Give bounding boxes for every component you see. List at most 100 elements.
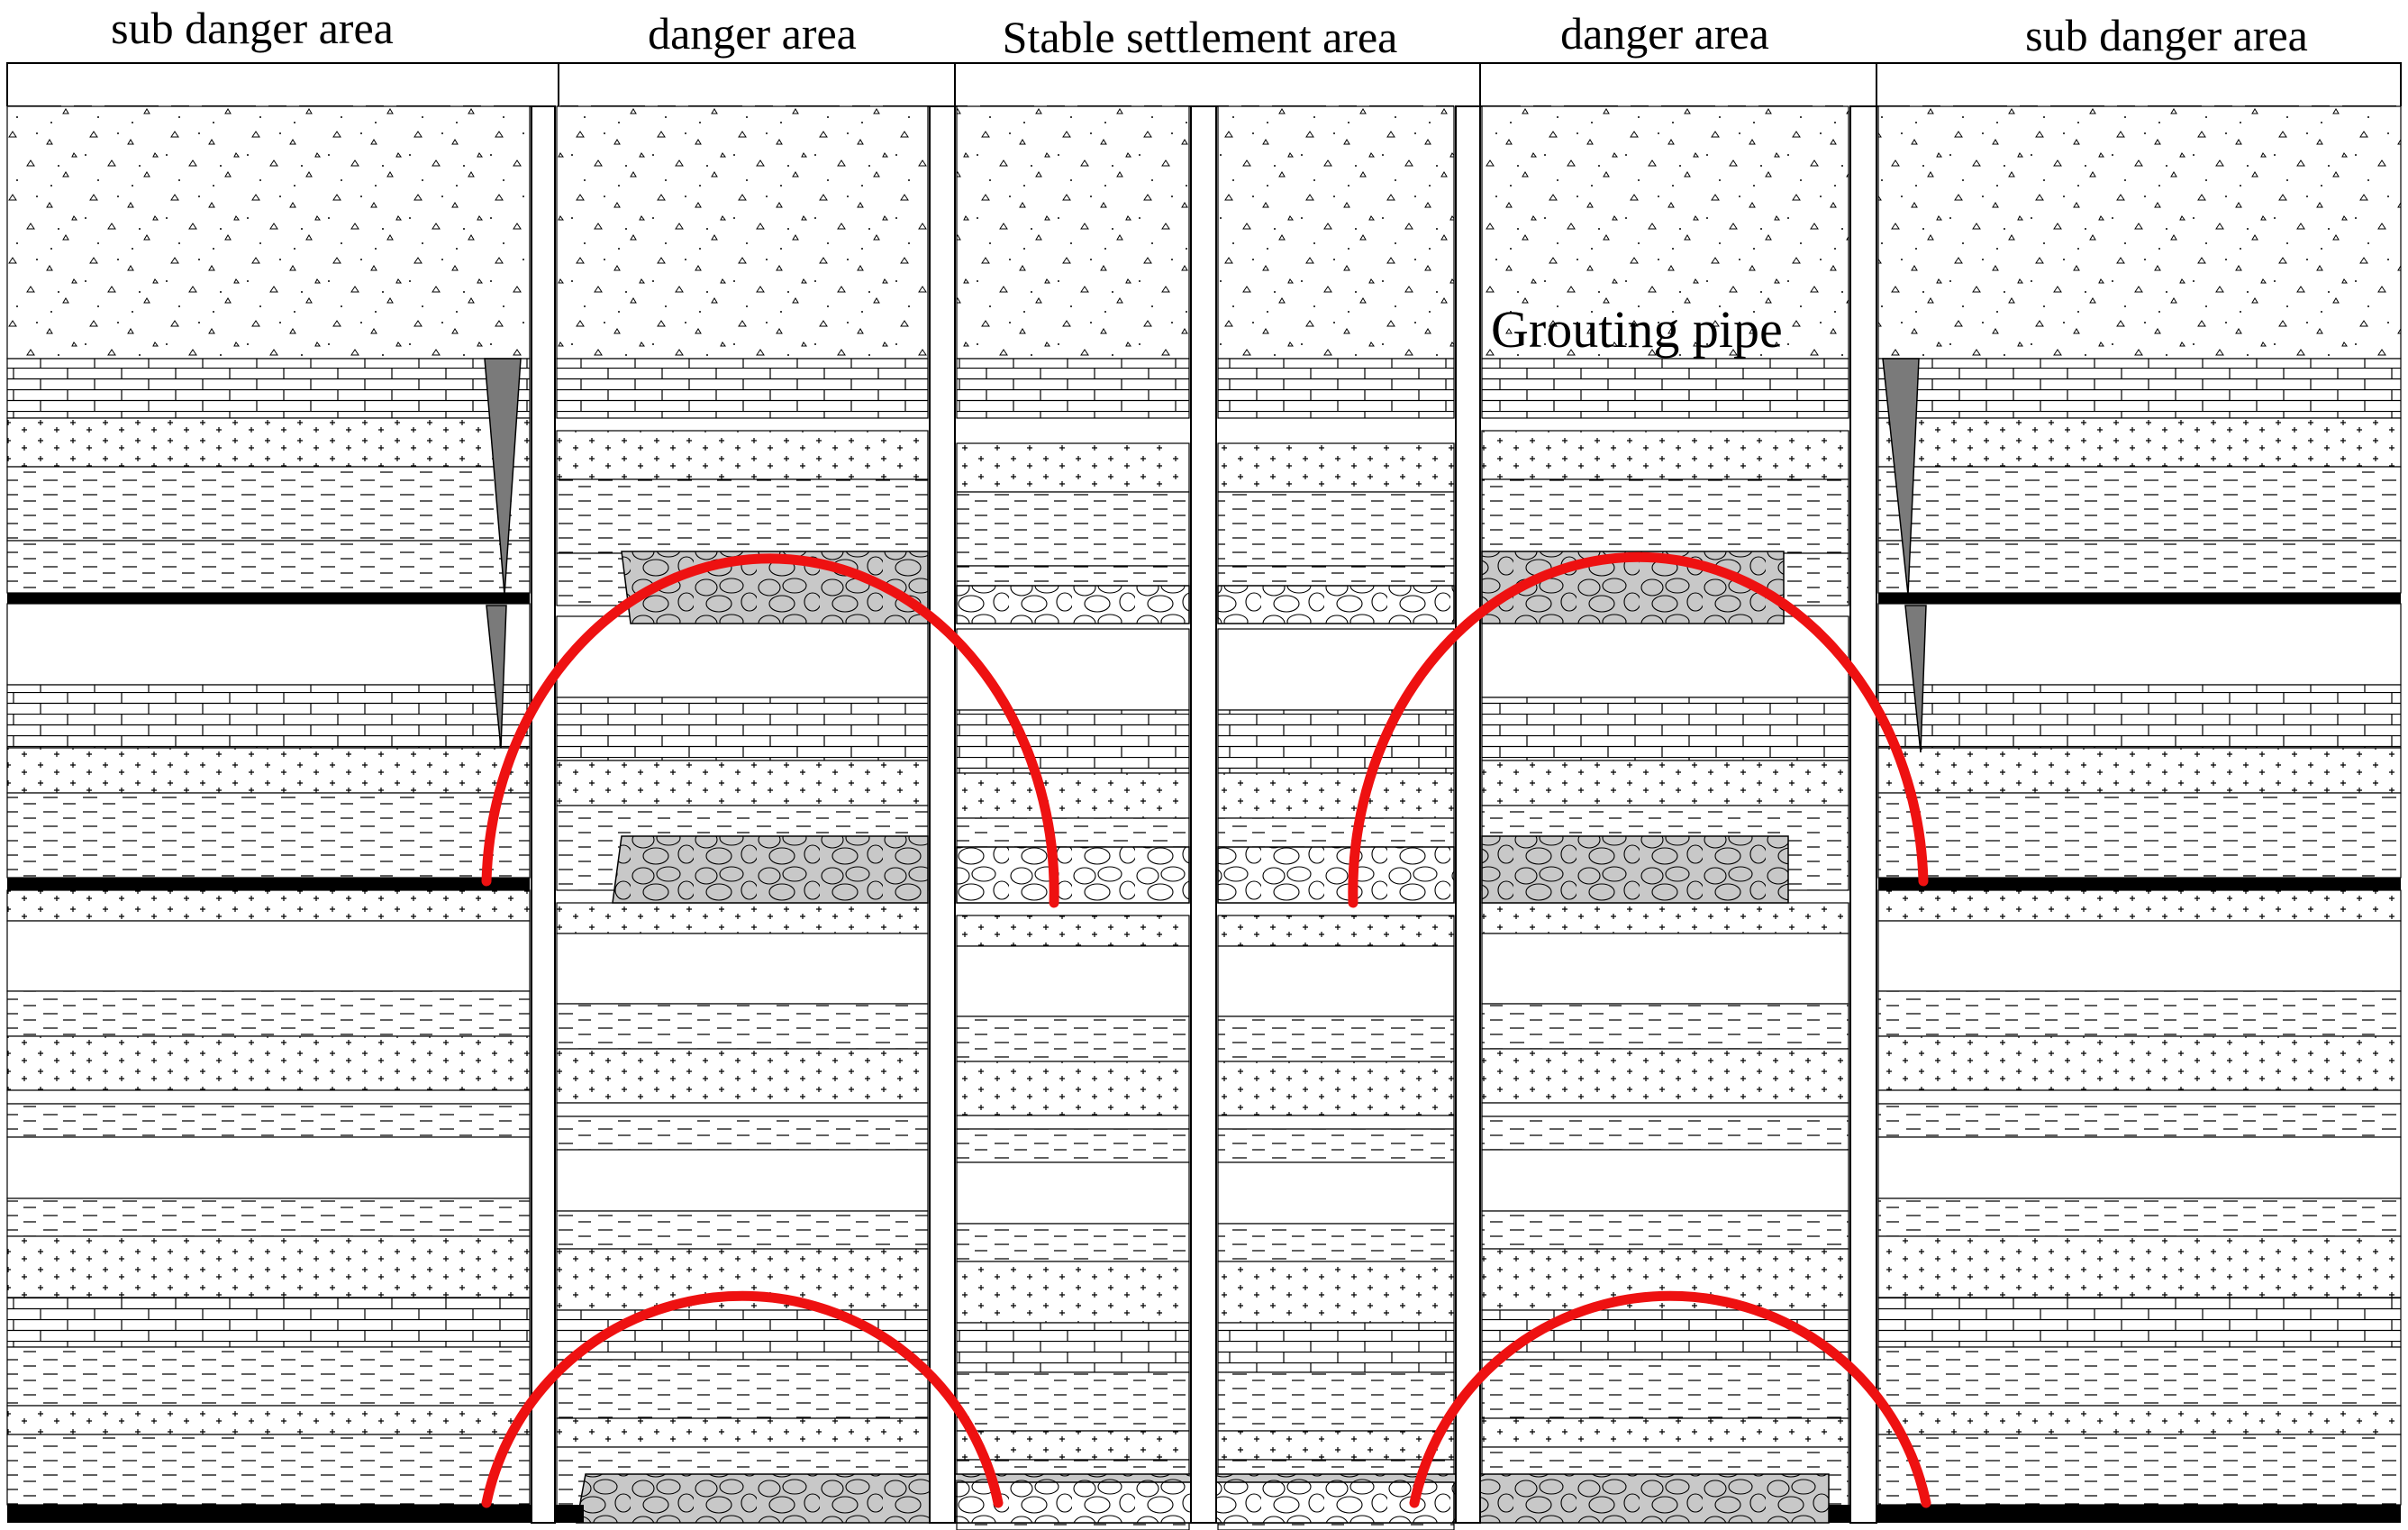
strata-band xyxy=(1217,1371,1455,1432)
coal-seam-bottom-left xyxy=(7,1505,584,1523)
strata-band xyxy=(556,760,929,806)
strata-band xyxy=(6,603,531,686)
strata-band xyxy=(956,628,1190,711)
strata-band xyxy=(6,747,531,794)
strata-band xyxy=(1217,945,1455,1017)
strata-band xyxy=(956,1261,1190,1324)
strata-band xyxy=(556,478,929,554)
strata-band xyxy=(556,1048,929,1104)
strata-band xyxy=(1481,358,1849,419)
strata-band xyxy=(1877,1346,2402,1407)
strata-band xyxy=(956,945,1190,1017)
coal-seam-middle-right xyxy=(1878,878,2401,890)
arch-upper-left xyxy=(481,553,1059,908)
strata-band xyxy=(1217,491,1455,567)
strata-band xyxy=(1217,915,1455,947)
strata-band xyxy=(956,1061,1190,1116)
strata-band xyxy=(1217,1161,1455,1225)
strata-band xyxy=(1481,1309,1849,1361)
zone-label-stable-settlement: Stable settlement area xyxy=(1003,12,1398,62)
zone-bracket xyxy=(6,62,2402,107)
strata-band xyxy=(1217,358,1455,419)
strata-band xyxy=(1217,1322,1455,1373)
strata-band xyxy=(1217,772,1455,819)
coal-seams xyxy=(7,593,2401,1523)
strata-band xyxy=(556,1417,929,1448)
strata-band xyxy=(6,1346,531,1407)
strata-band xyxy=(956,1371,1190,1432)
caved-zone-middle-right xyxy=(1481,835,1789,904)
strata-band xyxy=(6,684,531,749)
coal-seam-bottom-right xyxy=(1829,1505,2401,1523)
strata-band xyxy=(556,1309,929,1361)
strata-band xyxy=(1877,889,2402,922)
strata-band xyxy=(6,1089,531,1105)
strata-band xyxy=(1877,1089,2402,1105)
strata-band xyxy=(1877,1136,2402,1199)
strata-band xyxy=(956,1430,1190,1461)
strata-band xyxy=(1877,1405,2402,1435)
strata-band xyxy=(1217,709,1455,774)
zone-labels: sub danger area danger area Stable settl… xyxy=(111,3,2308,62)
strata-band xyxy=(1481,1149,1849,1212)
strata-band xyxy=(6,1136,531,1199)
strata-band xyxy=(6,920,531,992)
strata-band xyxy=(1217,105,1455,360)
strata-band xyxy=(6,1434,531,1506)
strata-band xyxy=(1217,1128,1455,1163)
strata-band xyxy=(1877,1103,2402,1138)
strata-band xyxy=(556,1248,929,1311)
strata-band xyxy=(1877,540,2402,594)
strata-layers xyxy=(6,105,2402,1530)
zone-label-right-danger: danger area xyxy=(1560,8,1769,59)
caved-zone-upper-center-left xyxy=(956,585,1190,624)
strata-band xyxy=(956,491,1190,567)
caved-zone-middle-center-left xyxy=(956,846,1190,904)
strata-band xyxy=(6,1198,531,1237)
strata-band xyxy=(1877,684,2402,749)
strata-band xyxy=(1217,1261,1455,1324)
strata-band xyxy=(1217,1015,1455,1062)
coal-seam-upper-left xyxy=(7,593,530,604)
strata-band xyxy=(1481,478,1849,554)
coal-seam-upper-right xyxy=(1878,593,2401,604)
strata-band xyxy=(1481,1210,1849,1250)
strata-band xyxy=(956,709,1190,774)
strata-band xyxy=(956,1128,1190,1163)
strata-band xyxy=(1481,1048,1849,1104)
collapse-arches xyxy=(481,551,1931,1508)
strata-band xyxy=(956,1161,1190,1225)
strata-band xyxy=(1481,430,1849,480)
strata-band xyxy=(1877,603,2402,686)
strata-band xyxy=(556,1149,929,1212)
strata-band xyxy=(556,1102,929,1117)
strata-band xyxy=(6,358,531,419)
arch-lower-left xyxy=(481,1290,1004,1508)
coal-seam-middle-left xyxy=(7,878,530,890)
strata-band xyxy=(556,697,929,761)
strata-band xyxy=(1481,1102,1849,1117)
strata-band xyxy=(1877,358,2402,419)
zone-label-left-danger: danger area xyxy=(648,8,857,59)
strata-band xyxy=(6,990,531,1037)
strata-band xyxy=(6,540,531,594)
strata-band xyxy=(1877,1235,2402,1298)
crack-left-lower xyxy=(486,605,507,749)
strata-band xyxy=(6,1297,531,1348)
grouting-pipes xyxy=(531,105,1877,1524)
strata-band xyxy=(556,902,929,934)
strata-band xyxy=(6,889,531,922)
strata-band xyxy=(1217,1115,1455,1130)
strata-band xyxy=(1877,417,2402,468)
strata-band xyxy=(1481,1003,1849,1050)
strata-band xyxy=(956,772,1190,819)
strata-band xyxy=(956,1322,1190,1373)
strata-band xyxy=(6,466,531,542)
strata-band xyxy=(1217,1061,1455,1116)
strata-band xyxy=(556,430,929,480)
strata-band xyxy=(1877,1297,2402,1348)
strata-band xyxy=(1877,920,2402,992)
crack-left-upper xyxy=(484,358,522,596)
strata-band xyxy=(6,1035,531,1091)
grouting-pipe xyxy=(1455,105,1481,1524)
